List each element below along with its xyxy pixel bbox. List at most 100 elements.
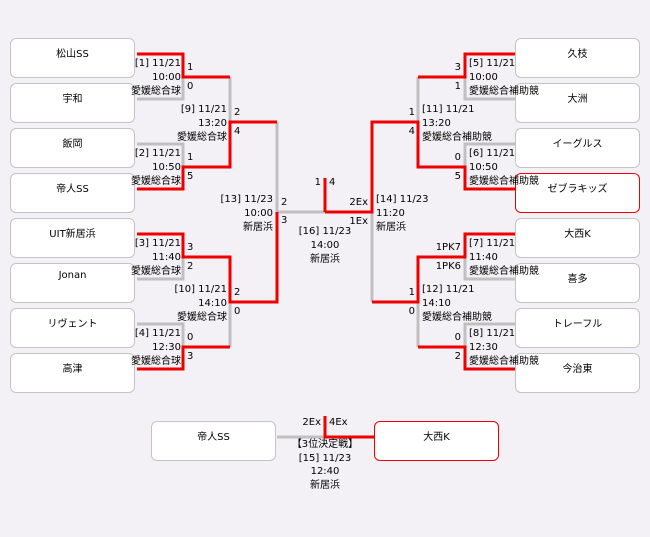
match-label: [12] 11/21 xyxy=(422,284,475,295)
third-place-team-left[interactable]: 帝人SS xyxy=(151,421,276,461)
match-label: [3] 11/21 xyxy=(134,238,181,249)
match-score: 5 xyxy=(454,171,461,182)
third-place-score-left: 2Ex xyxy=(302,417,321,428)
team-box-left[interactable]: 宇和 xyxy=(10,83,135,123)
match-venue: 愛媛総合補助競 xyxy=(469,176,539,187)
match-time: 12:30 xyxy=(469,342,498,353)
match-venue: 新居浜 xyxy=(376,222,406,233)
match-score: 0 xyxy=(454,152,461,163)
team-box-right[interactable]: 今治東 xyxy=(515,353,640,393)
match-venue: 愛媛総合球 xyxy=(177,132,227,143)
match-time: 10:00 xyxy=(152,72,181,83)
match-score: 0 xyxy=(187,332,194,343)
match-score: 0 xyxy=(234,306,241,317)
match-time: 10:00 xyxy=(469,72,498,83)
team-box-right[interactable]: 大洲 xyxy=(515,83,640,123)
team-box-right[interactable]: 大西K xyxy=(515,218,640,258)
match-time: 11:40 xyxy=(152,252,181,263)
third-place-team-right[interactable]: 大西K xyxy=(374,421,499,461)
match-score: 2 xyxy=(234,107,241,118)
match-label: [9] 11/21 xyxy=(180,104,227,115)
match-label: [2] 11/21 xyxy=(134,148,181,159)
match-score: 2 xyxy=(281,197,288,208)
match-score: 1 xyxy=(454,81,461,92)
match-score: 2 xyxy=(454,351,461,362)
team-box-right[interactable]: ゼブラキッズ xyxy=(515,173,640,213)
match-score: 1 xyxy=(187,152,194,163)
match-time: 12:30 xyxy=(152,342,181,353)
team-box-left[interactable]: 帝人SS xyxy=(10,173,135,213)
team-box-left[interactable]: Jonan xyxy=(10,263,135,303)
winning-paths xyxy=(137,52,515,439)
third-place-time: 12:40 xyxy=(310,466,340,477)
match-venue: 愛媛総合球 xyxy=(131,356,181,367)
match-score: 4 xyxy=(329,177,336,188)
third-place-score-right: 4Ex xyxy=(329,417,348,428)
match-venue: 愛媛総合補助競 xyxy=(422,132,492,143)
match-label: [4] 11/21 xyxy=(134,328,181,339)
match-score: 4 xyxy=(408,126,415,137)
match-label: [16] 11/23 xyxy=(298,226,352,237)
match-time: 10:50 xyxy=(152,162,181,173)
match-time: 10:00 xyxy=(244,208,273,219)
match-venue: 愛媛総合補助競 xyxy=(469,86,539,97)
match-label: [8] 11/21 xyxy=(469,328,516,339)
match-score: 3 xyxy=(187,242,194,253)
match-label: [13] 11/23 xyxy=(220,194,273,205)
match-score: 0 xyxy=(408,306,415,317)
match-score: 2 xyxy=(187,261,194,272)
match-score: 1 xyxy=(314,177,321,188)
team-box-right[interactable]: 久枝 xyxy=(515,38,640,78)
match-label: [5] 11/21 xyxy=(469,58,516,69)
match-label: [6] 11/21 xyxy=(469,148,516,159)
team-box-left[interactable]: 飯岡 xyxy=(10,128,135,168)
team-box-right[interactable]: 喜多 xyxy=(515,263,640,303)
match-label: [11] 11/21 xyxy=(422,104,475,115)
match-score: 1 xyxy=(187,62,194,73)
match-label: [10] 11/21 xyxy=(174,284,227,295)
match-venue: 愛媛総合補助競 xyxy=(469,356,539,367)
match-score: 1 xyxy=(408,287,415,298)
match-score: 1PK7 xyxy=(435,242,461,253)
match-score: 3 xyxy=(454,62,461,73)
match-venue: 愛媛総合球 xyxy=(131,176,181,187)
match-time: 13:20 xyxy=(422,118,451,129)
match-score: 1Ex xyxy=(349,216,368,227)
match-venue: 愛媛総合補助競 xyxy=(422,312,492,323)
match-score: 1 xyxy=(408,107,415,118)
match-score: 5 xyxy=(187,171,194,182)
match-venue: 愛媛総合補助競 xyxy=(469,266,539,277)
match-score: 0 xyxy=(187,81,194,92)
match-score: 0 xyxy=(454,332,461,343)
match-time: 10:50 xyxy=(469,162,498,173)
third-place-title: 【3位決定戦】 xyxy=(291,439,359,450)
team-box-left[interactable]: 松山SS xyxy=(10,38,135,78)
team-box-right[interactable]: トレーフル xyxy=(515,308,640,348)
match-time: 11:40 xyxy=(469,252,498,263)
third-place-label: [15] 11/23 xyxy=(298,452,352,464)
match-score: 3 xyxy=(187,351,194,362)
team-box-left[interactable]: リヴェント xyxy=(10,308,135,348)
match-score: 3 xyxy=(281,215,288,226)
match-score: 2 xyxy=(234,287,241,298)
team-box-left[interactable]: 高津 xyxy=(10,353,135,393)
match-venue: 愛媛総合球 xyxy=(177,312,227,323)
match-label: [1] 11/21 xyxy=(134,58,181,69)
team-box-right[interactable]: イーグルス xyxy=(515,128,640,168)
team-box-left[interactable]: UIT新居浜 xyxy=(10,218,135,258)
match-time: 14:10 xyxy=(198,298,227,309)
match-venue: 愛媛総合球 xyxy=(131,86,181,97)
match-score: 4 xyxy=(234,126,241,137)
match-venue: 新居浜 xyxy=(243,222,273,233)
match-score: 2Ex xyxy=(349,197,368,208)
match-venue: 新居浜 xyxy=(310,254,340,265)
third-place-venue: 新居浜 xyxy=(310,479,340,491)
match-score: 1PK6 xyxy=(435,261,461,272)
match-label: [14] 11/23 xyxy=(376,194,429,205)
losing-paths xyxy=(137,77,515,439)
match-time: 13:20 xyxy=(198,118,227,129)
match-time: 14:10 xyxy=(422,298,451,309)
match-time: 14:00 xyxy=(310,240,340,251)
